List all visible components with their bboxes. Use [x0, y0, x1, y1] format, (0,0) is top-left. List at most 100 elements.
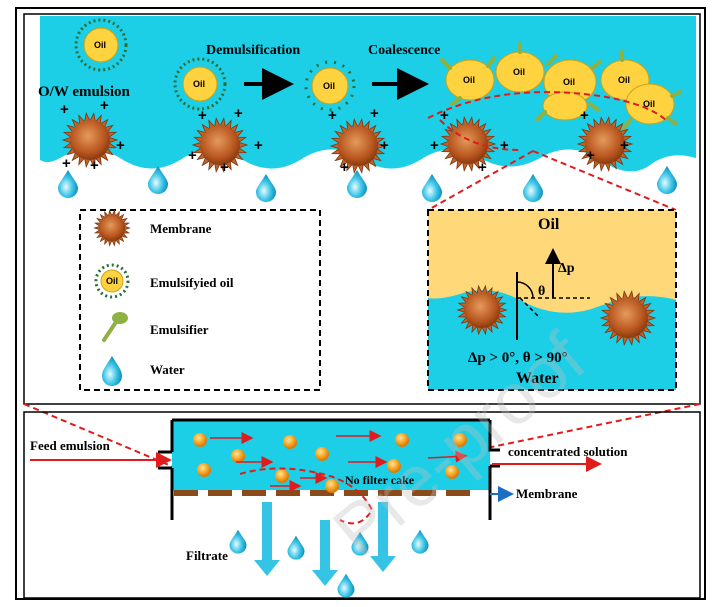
svg-text:Oil: Oil: [513, 67, 525, 77]
inset-membranes: [456, 284, 657, 346]
membrane-particle: [93, 209, 131, 247]
legend-emulsifier-label: Emulsifier: [150, 322, 209, 337]
svg-text:+: +: [328, 107, 337, 124]
oil-droplet: [453, 433, 467, 447]
emulsified-oil-droplet: Oil: [74, 18, 128, 72]
zoom-line-left: [427, 150, 534, 211]
svg-text:+: +: [60, 101, 69, 118]
water-drop: [148, 166, 168, 194]
svg-text:+: +: [198, 107, 207, 124]
legend: Membrane Oil Emulsifyied oil Emulsifier …: [79, 209, 321, 391]
membrane-particle: [191, 117, 249, 173]
membrane-particle: [439, 116, 497, 172]
oil-droplet: [445, 465, 459, 479]
top-panel: O/W emulsion Demulsification Coalescence…: [23, 13, 701, 405]
oil-droplet: [387, 459, 401, 473]
dp-label: Δp: [558, 261, 575, 276]
zoom-region-outline: [439, 119, 521, 151]
oil-droplet: [325, 479, 339, 493]
inset-water-label: Water: [516, 370, 559, 387]
interface-curve: [427, 91, 669, 123]
inset-oil-label: Oil: [538, 216, 560, 233]
destabilized-oil-droplet: Oil: [304, 60, 356, 112]
legend-membrane-label: Membrane: [150, 221, 212, 236]
wetting-inset: Oil Δp θ Δp > 0°, θ > 90° Water: [427, 209, 677, 391]
filtrate-arrows: [254, 502, 396, 586]
tangent-dashed: [519, 297, 541, 319]
svg-text:+: +: [116, 137, 125, 154]
oil-droplet: [197, 463, 211, 477]
water-drop: [422, 174, 442, 202]
membrane-particles: [61, 112, 634, 174]
svg-text:+: +: [478, 159, 487, 176]
water-drop: [229, 529, 247, 554]
oil-droplets: [193, 433, 467, 493]
inset-frame: [427, 209, 677, 391]
membrane-particle: [456, 284, 508, 336]
water-drop-icon: [102, 356, 122, 386]
svg-text:Oil: Oil: [106, 276, 118, 286]
feed-emulsion-label: Feed emulsion: [30, 438, 111, 453]
svg-text:Oil: Oil: [323, 81, 335, 91]
legend-emulsified-oil-label: Emulsifyied oil: [150, 275, 234, 290]
water-drop: [287, 535, 305, 560]
emulsifier-icon: [102, 312, 128, 342]
demulsification-label: Demulsification: [206, 43, 300, 58]
coalescence-label: Coalescence: [368, 43, 440, 58]
svg-text:+: +: [580, 107, 589, 124]
filtrate-drops: [229, 529, 429, 598]
water-drop: [58, 170, 78, 198]
water-drop: [523, 174, 543, 202]
svg-text:+: +: [234, 105, 243, 122]
svg-text:+: +: [90, 157, 99, 174]
oil-droplet: [283, 435, 297, 449]
filtrate-label: Filtrate: [186, 548, 228, 563]
svg-text:+: +: [370, 105, 379, 122]
membrane-label: Membrane: [516, 486, 578, 501]
svg-text:+: +: [100, 97, 109, 114]
coalescing-oil-cluster: Oil Oil Oil Oil Oil: [440, 42, 682, 130]
svg-text:Oil: Oil: [193, 79, 205, 89]
membrane-particle: [329, 118, 387, 174]
oil-droplet: [231, 449, 245, 463]
wetting-condition-label: Δp > 0°, θ > 90°: [468, 350, 568, 366]
svg-text:Oil: Oil: [463, 75, 475, 85]
bottom-panel: Feed emulsion concentrated solution No f…: [23, 411, 701, 599]
vessel-fluid: [172, 420, 490, 490]
svg-text:+: +: [380, 137, 389, 154]
svg-text:+: +: [62, 155, 71, 172]
zoom-line-bottom-left: [23, 403, 177, 469]
svg-text:Oil: Oil: [563, 77, 575, 87]
svg-text:Oil: Oil: [643, 99, 655, 109]
svg-text:+: +: [430, 137, 439, 154]
svg-text:+: +: [620, 137, 629, 154]
positive-charges: + + + + + + + + + + + + + + + + + + + + …: [60, 97, 629, 176]
theta-label: θ: [538, 284, 545, 299]
membrane-strip: [174, 490, 470, 496]
svg-text:+: +: [586, 147, 595, 164]
bottom-panel-frame: [23, 411, 701, 599]
flow-arrows: [210, 430, 468, 492]
oil-droplet: [193, 433, 207, 447]
emulsion-label: O/W emulsion: [38, 84, 130, 100]
zoom-line-right: [532, 150, 677, 211]
zoom-region-outline-bottom: [239, 467, 374, 525]
water-drop: [351, 531, 369, 556]
membrane-particle: [61, 112, 119, 168]
emulsified-oil-icon: Oil: [94, 263, 130, 299]
legend-frame: [79, 209, 321, 391]
water-drop: [256, 174, 276, 202]
membrane-icon: [93, 209, 131, 247]
concentrated-solution-label: concentrated solution: [508, 444, 628, 459]
membrane-particle: [576, 116, 634, 172]
membrane-particle: [599, 290, 657, 346]
oil-droplet: [275, 469, 289, 483]
svg-text:+: +: [188, 147, 197, 164]
svg-text:Oil: Oil: [94, 40, 106, 50]
svg-text:+: +: [440, 107, 449, 124]
svg-text:+: +: [220, 159, 229, 176]
emulsified-oil-droplet: Oil: [173, 57, 227, 111]
water-drop: [657, 166, 677, 194]
svg-text:+: +: [340, 159, 349, 176]
